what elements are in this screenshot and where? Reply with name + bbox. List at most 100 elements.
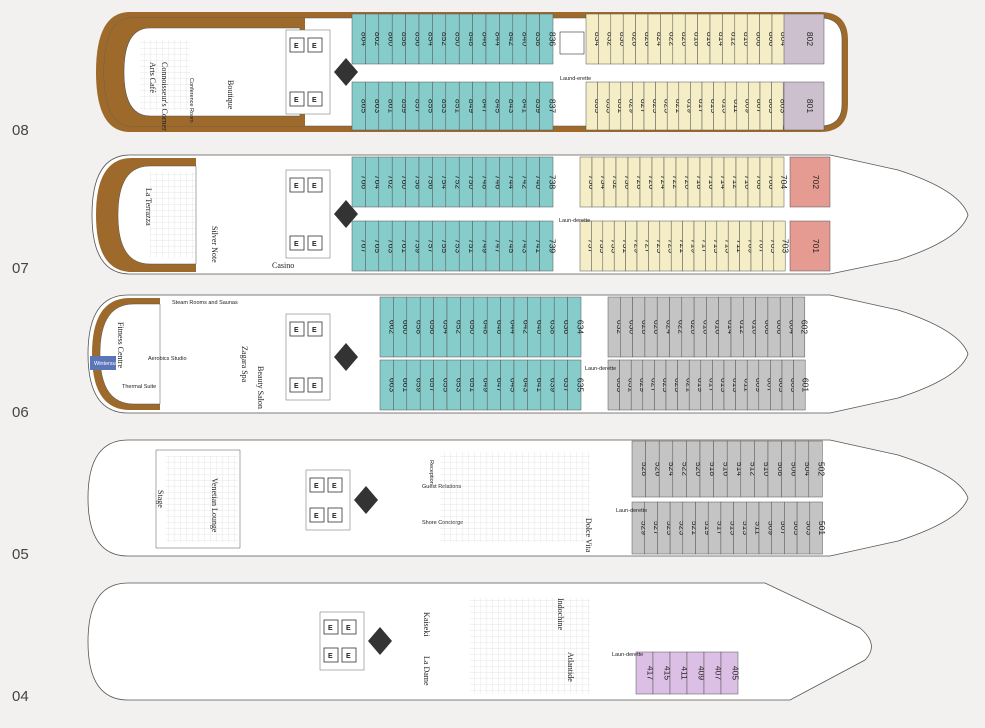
cabin-number: 639 [549, 378, 559, 392]
cabin-652[interactable]: 652 [446, 296, 465, 358]
cabin-635[interactable]: 635 [567, 359, 586, 411]
cabin-number: 856 [413, 32, 423, 46]
cabin-843[interactable]: 843 [499, 81, 517, 131]
venue-la-dame: La Dame [422, 656, 431, 686]
cabin-509[interactable]: 509 [758, 501, 776, 555]
cabin-415[interactable]: 415 [652, 651, 673, 695]
cabin-508[interactable]: 508 [767, 440, 786, 498]
cabin-number: 516 [721, 462, 731, 476]
cabin-648[interactable]: 648 [473, 296, 492, 358]
cabin-837[interactable]: 837 [539, 81, 558, 131]
cabin-number: 860 [387, 32, 397, 46]
cabin-number: 741 [534, 239, 544, 253]
elevator-box [289, 321, 305, 337]
cabin-number: 740 [534, 175, 544, 189]
cabin-box-739 [539, 220, 554, 272]
cabin-522[interactable]: 522 [672, 440, 691, 498]
cabin-649[interactable]: 649 [473, 359, 492, 411]
cabin-number: 643 [522, 378, 532, 392]
cabin-number: 509 [766, 521, 776, 535]
elevator-letter: E [332, 483, 337, 490]
cabin-749[interactable]: 749 [472, 220, 491, 272]
cabin-505[interactable]: 505 [784, 501, 802, 555]
cabin-738[interactable]: 738 [539, 156, 558, 208]
cabin-number: 863 [373, 99, 383, 113]
venue-silver-note: Silver Note [210, 226, 219, 263]
cabin-765[interactable]: 765 [365, 220, 383, 272]
cabin-number: 662 [388, 320, 398, 334]
cabin-number: 663 [388, 378, 398, 392]
cabin-865[interactable]: 865 [351, 81, 370, 131]
cabin-748[interactable]: 748 [472, 156, 491, 208]
cabin-512[interactable]: 512 [740, 440, 759, 498]
cabin-701[interactable]: 701 [789, 220, 831, 272]
cabin-417[interactable]: 417 [635, 651, 656, 695]
elevator-box [307, 177, 323, 193]
cabin-660[interactable]: 660 [393, 296, 411, 358]
cabin-407[interactable]: 407 [703, 651, 724, 695]
elevator-letter: E [328, 653, 333, 660]
cabin-644[interactable]: 644 [500, 296, 519, 358]
elevator-box [341, 647, 357, 663]
cabin-841[interactable]: 841 [512, 81, 531, 131]
cabin-601[interactable]: 601 [793, 359, 811, 411]
cabin-number: 601 [800, 378, 810, 392]
cabin-637[interactable]: 637 [553, 359, 572, 411]
cabin-number: 764 [373, 175, 383, 189]
cabin-704[interactable]: 704 [771, 156, 789, 208]
cabin-739[interactable]: 739 [539, 220, 558, 272]
cabin-number: 522 [681, 462, 691, 476]
launderette-05: Laun-derette [616, 508, 647, 514]
cabin-802[interactable]: 802 [783, 13, 825, 65]
elevator-letter: E [314, 483, 319, 490]
cabin-703[interactable]: 703 [773, 220, 791, 272]
cabin-844[interactable]: 844 [485, 13, 504, 65]
venue-fitness-centre: Fitness Centre [116, 322, 125, 368]
cabin-number: 767 [360, 239, 370, 253]
cabin-number: 501 [817, 521, 827, 535]
cabin-647[interactable]: 647 [486, 359, 505, 411]
cabin-409[interactable]: 409 [686, 651, 707, 695]
cabin-number: 523 [677, 521, 687, 535]
cabin-405[interactable]: 405 [720, 651, 741, 695]
cabin-750[interactable]: 750 [458, 156, 477, 208]
cabin-801[interactable]: 801 [783, 81, 825, 131]
venue-kaiseki: Kaiseki [422, 612, 431, 637]
elevator-box [323, 619, 339, 635]
cabin-number: 745 [507, 239, 517, 253]
cabin-411[interactable]: 411 [669, 651, 690, 695]
cabin-858[interactable]: 858 [391, 13, 410, 65]
cabin-number: 858 [400, 32, 410, 46]
cabin-634[interactable]: 634 [567, 296, 586, 358]
cabin-number: 762 [387, 175, 397, 189]
cabin-number: 763 [387, 239, 397, 253]
deck-04[interactable]: Kaiseki La Dame Indochine Atlantide EEEE… [87, 582, 872, 701]
elevator-box [307, 321, 323, 337]
cabin-number: 802 [805, 32, 815, 46]
cabin-525[interactable]: 525 [657, 501, 675, 555]
deck-05[interactable]: Stage Venetian Lounge Reception Guest Re… [87, 439, 969, 557]
cabin-502[interactable]: 502 [808, 440, 827, 498]
venue-zagara-spa: Zagara Spa [240, 346, 249, 383]
elevator-box [307, 91, 323, 107]
cabin-602[interactable]: 602 [792, 296, 810, 358]
cabin-659[interactable]: 659 [406, 359, 425, 411]
deck-08[interactable]: Arts Café Connoisseur's Corner Conferenc… [96, 12, 848, 132]
cabin-803[interactable]: 803 [771, 81, 789, 131]
cabin-517[interactable]: 517 [707, 501, 726, 555]
venue-aerobics-studio: Aerobics Studio [148, 356, 187, 362]
cabin-836[interactable]: 836 [539, 13, 558, 65]
cabin-501[interactable]: 501 [809, 501, 827, 555]
cabin-number: 504 [803, 462, 813, 476]
deck-label-04: 04 [12, 688, 29, 705]
cabin-number: 854 [427, 32, 437, 46]
cabin-702[interactable]: 702 [789, 156, 831, 208]
cabin-863[interactable]: 863 [365, 81, 383, 131]
deck-06[interactable]: Wintersun Fitness Centre Zagara Spa Beau… [87, 294, 969, 414]
cabin-number: 646 [495, 320, 505, 334]
cabin-number: 642 [522, 320, 532, 334]
